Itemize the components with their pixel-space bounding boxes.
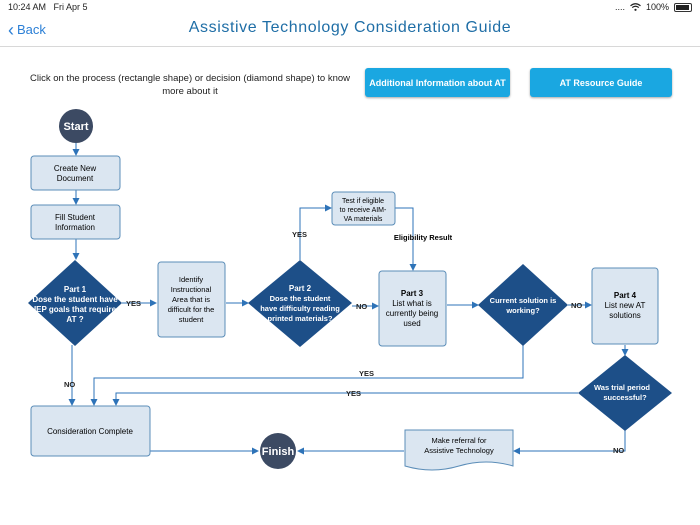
nav-bar: ‹ Back Assistive Technology Consideratio… [0, 14, 700, 47]
fill-info-line: Information [55, 223, 95, 232]
status-right: .... 100% [615, 2, 692, 12]
identify-line: Instructional [171, 285, 212, 294]
eligibility-result-label: Eligibility Result [394, 233, 453, 242]
part2-line: Dose the student [270, 294, 331, 303]
no-label: NO [613, 446, 624, 455]
back-label: Back [17, 22, 46, 37]
yes-label: YES [359, 369, 374, 378]
create-document-process[interactable]: Create New Document [30, 155, 121, 191]
trial-line: successful? [603, 393, 647, 402]
instructions-text: Click on the process (rectangle shape) o… [30, 73, 350, 97]
trial-line: Was trial period [594, 383, 650, 392]
create-doc-line: Document [57, 174, 94, 183]
consideration-label: Consideration Complete [47, 427, 133, 436]
part2-line: printed materials? [267, 314, 332, 323]
status-dots: .... [614, 2, 625, 12]
part1-line: Dose the student have [32, 295, 118, 304]
current-solution-line: Current solution is [490, 296, 557, 305]
consideration-complete-process[interactable]: Consideration Complete [30, 405, 151, 457]
battery-percent: 100% [645, 2, 669, 12]
identify-area-process[interactable]: Identify Instructional Area that is diff… [157, 261, 226, 338]
start-terminal: Start [59, 109, 93, 143]
yes-label: YES [292, 230, 307, 239]
fill-student-info-process[interactable]: Fill Student Information [30, 204, 121, 240]
identify-line: Area that is [172, 295, 210, 304]
start-label: Start [63, 121, 88, 133]
current-solution-line: working? [505, 306, 540, 315]
part2-line: have difficulty reading [260, 304, 340, 313]
finish-terminal: Finish [260, 433, 296, 469]
fill-info-line: Fill Student [55, 213, 96, 222]
status-time: 10:24 AM [8, 2, 47, 12]
identify-line: student [179, 315, 205, 324]
part4-line: Part 4 [614, 291, 637, 300]
test-aim-process[interactable]: Test if eligible to receive AIM- VA mate… [331, 191, 396, 226]
wifi-icon [630, 3, 641, 11]
resource-guide-button[interactable]: AT Resource Guide [530, 68, 672, 97]
branch-labels: YES YES NO NO YES YES NO NO [64, 230, 624, 455]
part2-line: Part 2 [289, 284, 312, 293]
part3-line: currently being [386, 309, 438, 318]
part3-line: List what is [392, 299, 432, 308]
chevron-left-icon: ‹ [8, 19, 14, 40]
yes-label: YES [346, 389, 361, 398]
no-label: NO [64, 380, 75, 389]
part4-line: solutions [609, 311, 641, 320]
referral-line: Assistive Technology [424, 446, 494, 455]
referral-process[interactable]: Make referral for Assistive Technology [404, 429, 514, 471]
battery-icon [674, 2, 692, 12]
no-label: NO [571, 301, 582, 310]
status-time-date: 10:24 AM Fri Apr 5 [8, 2, 88, 12]
yes-label: YES [126, 299, 141, 308]
test-aim-line: to receive AIM- [340, 207, 387, 214]
part4-line: List new AT [605, 301, 646, 310]
identify-line: Identify [179, 275, 203, 284]
part4-process[interactable]: Part 4 List new AT solutions [591, 267, 659, 345]
test-aim-line: VA materials [344, 216, 383, 223]
finish-label: Finish [262, 446, 295, 458]
current-solution-decision[interactable]: Current solution is working? [478, 264, 568, 346]
connectors [68, 142, 629, 455]
part1-line: Part 1 [64, 285, 87, 294]
page-title: Assistive Technology Consideration Guide [188, 19, 512, 36]
part3-line: used [403, 319, 420, 328]
status-date: Fri Apr 5 [53, 2, 88, 12]
part1-line: IEP goals that require [34, 305, 117, 314]
referral-line: Make referral for [431, 436, 487, 445]
part3-process[interactable]: Part 3 List what is currently being used [378, 270, 447, 347]
create-doc-line: Create New [54, 164, 96, 173]
part3-line: Part 3 [401, 289, 424, 298]
trial-period-decision[interactable]: Was trial period successful? [578, 355, 672, 431]
status-bar: 10:24 AM Fri Apr 5 .... 100% [0, 0, 700, 14]
no-label: NO [356, 302, 367, 311]
test-aim-line: Test if eligible [342, 198, 384, 205]
part1-line: AT ? [66, 315, 83, 324]
back-button[interactable]: ‹ Back [8, 19, 46, 40]
part1-decision[interactable]: Part 1 Dose the student have IEP goals t… [28, 260, 122, 346]
identify-line: difficult for the [168, 305, 215, 314]
additional-info-button[interactable]: Additional Information about AT [365, 68, 510, 97]
part2-decision[interactable]: Part 2 Dose the student have difficulty … [248, 260, 352, 347]
